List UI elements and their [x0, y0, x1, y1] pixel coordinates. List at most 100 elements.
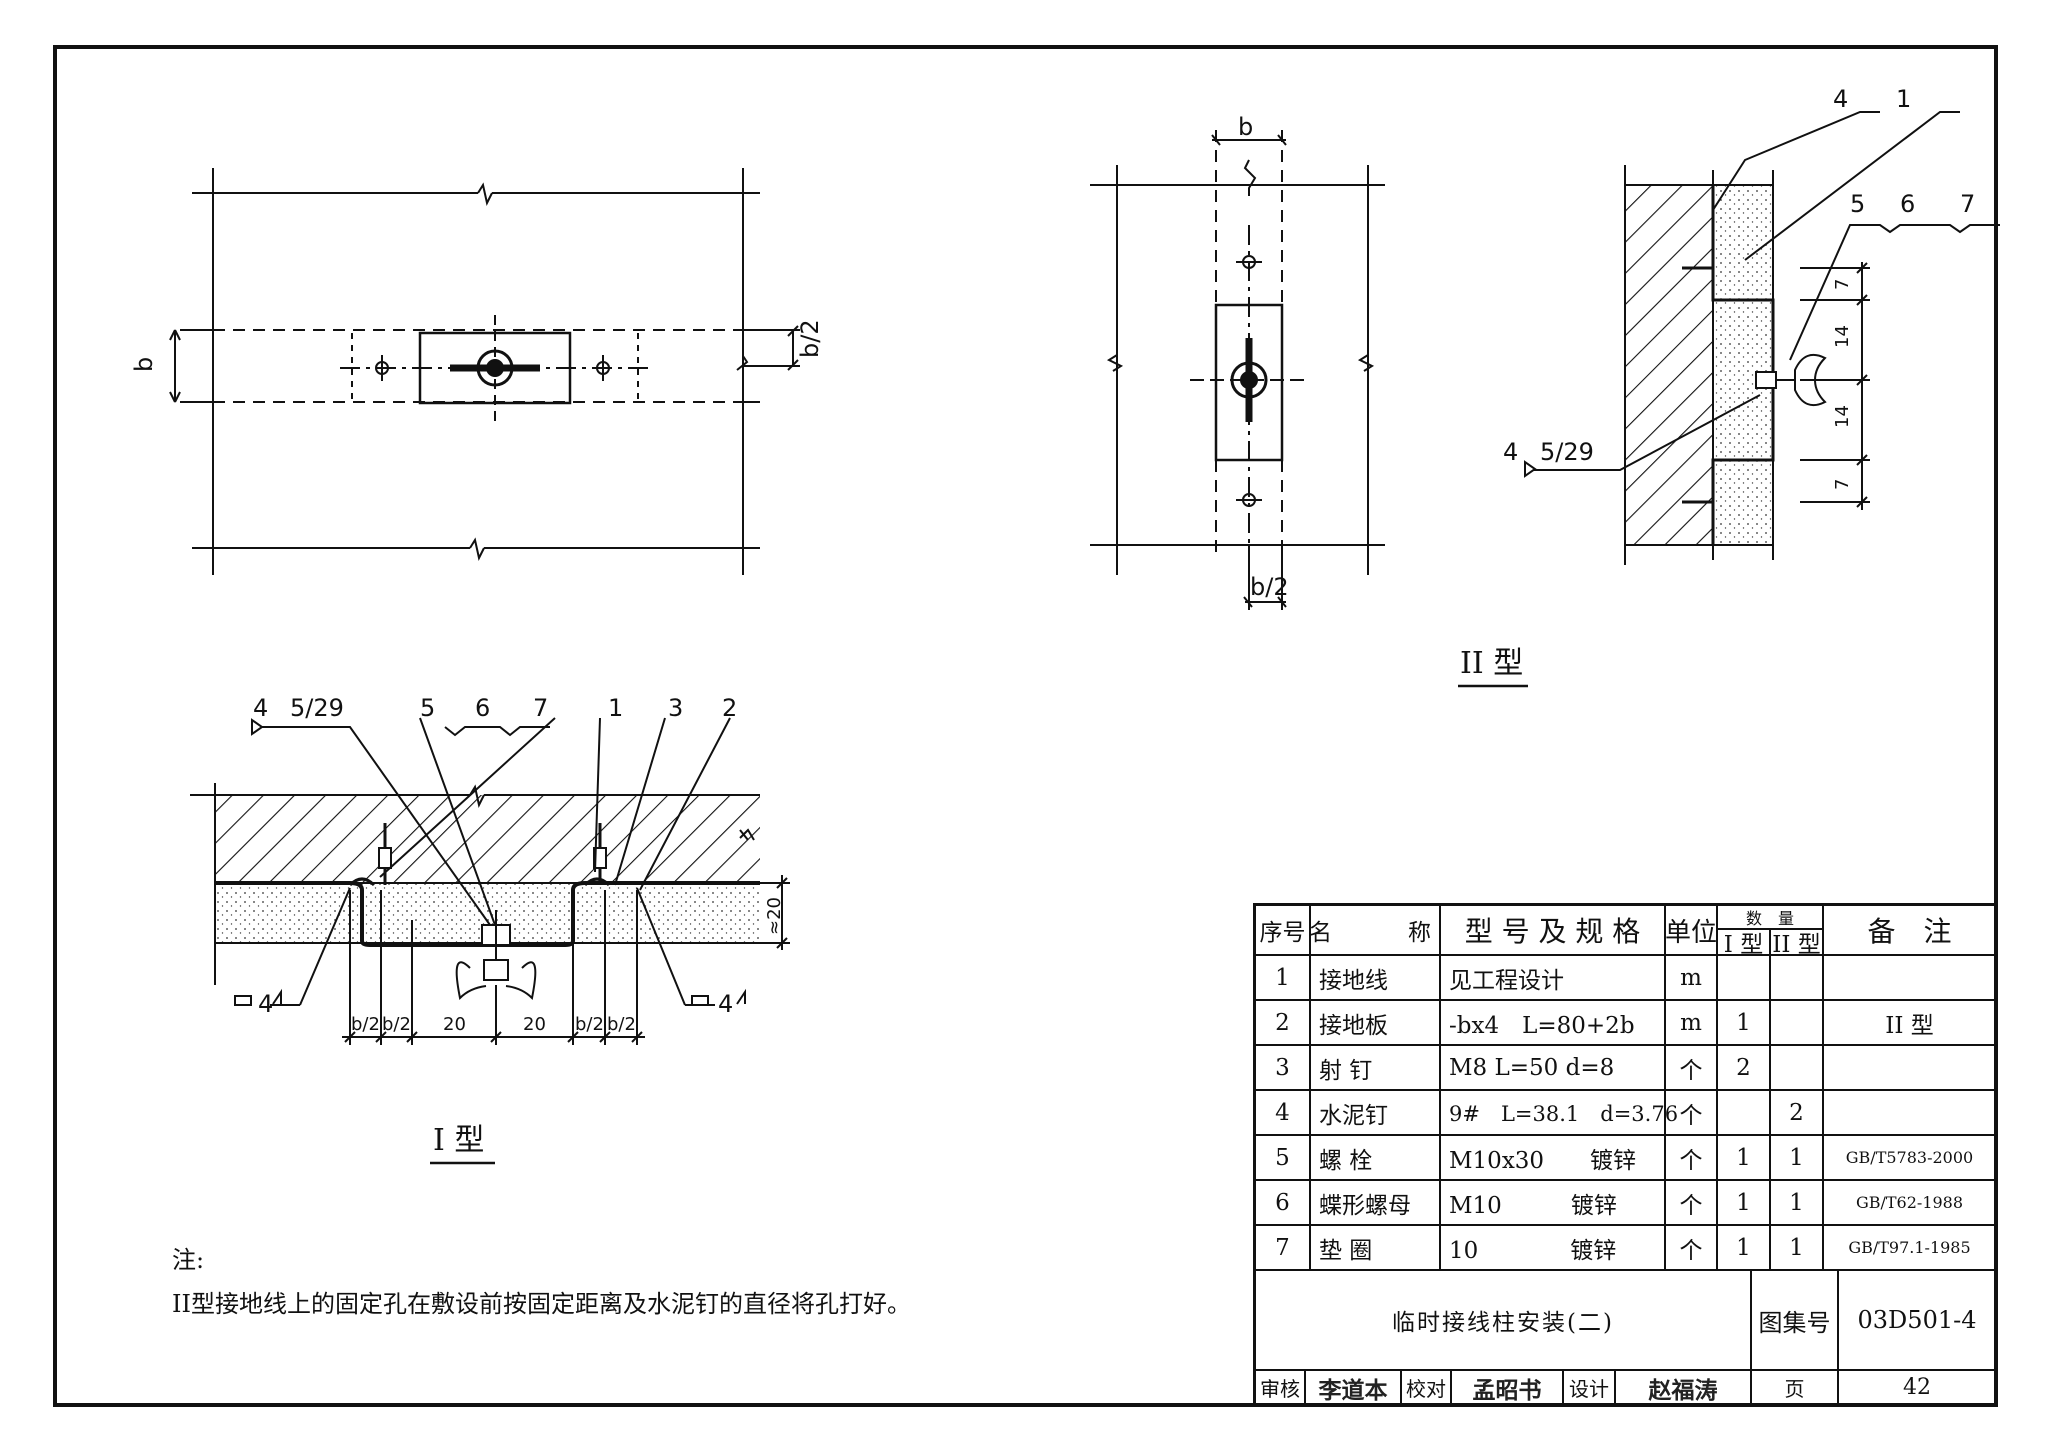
note-text: II型接地线上的固定孔在敷设前按固定距离及水泥钉的直径将孔打好。	[172, 1290, 911, 1318]
row-7-qty-i: 1	[1718, 1226, 1771, 1271]
row-3-remark	[1824, 1046, 1995, 1091]
row-4-unit: 个	[1666, 1091, 1718, 1136]
row-4-remark	[1824, 1091, 1995, 1136]
row-3-qty-i: 2	[1718, 1046, 1771, 1091]
header-unit: 单位	[1665, 906, 1718, 956]
header-qty-ii: II 型	[1771, 930, 1824, 958]
row-3-name: 射 钉	[1311, 1046, 1441, 1091]
callout-i-5: 5	[420, 694, 435, 722]
header-remark: 备 注	[1824, 906, 1995, 956]
row-6-no: 6	[1256, 1181, 1311, 1226]
fillet-right-label: 4	[718, 990, 733, 1018]
row-4-no: 4	[1256, 1091, 1311, 1136]
row-6-name: 蝶形螺母	[1311, 1181, 1441, 1226]
drawing-frame	[53, 45, 1998, 1407]
callout-i-2: 2	[722, 694, 737, 722]
row-4-qty-ii: 2	[1771, 1091, 1824, 1136]
note-block: 注: II型接地线上的固定孔在敷设前按固定距离及水泥钉的直径将孔打好。	[172, 1238, 911, 1326]
row-1-qty-ii	[1771, 956, 1824, 1001]
row-2-spec: -bx4 L=80+2b	[1441, 1001, 1666, 1046]
row-2-qty-i: 1	[1718, 1001, 1771, 1046]
row-6-qty-ii: 1	[1771, 1181, 1824, 1226]
design-label: 设计	[1564, 1371, 1616, 1404]
row-7-no: 7	[1256, 1226, 1311, 1271]
section-i-dim-thickness: ≈20	[764, 897, 785, 935]
weld-ii-text: 5/29	[1540, 438, 1594, 466]
section-i-dim-3: 20	[443, 1014, 466, 1035]
header-qty-i: I 型	[1718, 930, 1771, 958]
row-6-spec: M10 镀锌	[1441, 1181, 1666, 1226]
row-3-no: 3	[1256, 1046, 1311, 1091]
row-5-qty-i: 1	[1718, 1136, 1771, 1181]
row-7-spec: 10 镀锌	[1441, 1226, 1666, 1271]
header-no: 序号	[1256, 906, 1311, 956]
plan-view-ii	[1090, 130, 1385, 610]
row-2-qty-ii	[1771, 1001, 1824, 1046]
row-3-spec: M8 L=50 d=8	[1441, 1046, 1666, 1091]
header-spec: 型 号 及 规 格	[1441, 906, 1666, 956]
row-1-spec: 见工程设计	[1441, 956, 1666, 1001]
row-1-no: 1	[1256, 956, 1311, 1001]
section-i-dim-6: b/2	[607, 1014, 636, 1035]
section-i-dim-5: b/2	[575, 1014, 604, 1035]
note-heading: 注:	[172, 1246, 205, 1274]
row-5-name: 螺 栓	[1311, 1136, 1441, 1181]
row-2-name: 接地板	[1311, 1001, 1441, 1046]
callout-ii-5: 5	[1850, 190, 1865, 218]
row-2-no: 2	[1256, 1001, 1311, 1046]
weld-i-prefix: 4	[253, 694, 268, 722]
section-i-dim-2: b/2	[382, 1014, 411, 1035]
fillet-left-label: 4	[258, 990, 273, 1018]
page-label: 页	[1752, 1371, 1839, 1404]
plan-i-dim-b-half: b/2	[796, 319, 824, 358]
row-5-qty-ii: 1	[1771, 1136, 1824, 1181]
check-label: 校对	[1402, 1371, 1452, 1404]
row-1-remark	[1824, 956, 1995, 1001]
callout-i-6: 6	[475, 694, 490, 722]
header-qty: 数 量	[1718, 906, 1824, 930]
row-2-remark: II 型	[1824, 1001, 1995, 1046]
section-ii-dim-7a: 7	[1832, 279, 1853, 290]
row-4-spec: 9# L=38.1 d=3.76	[1441, 1091, 1678, 1136]
row-6-qty-i: 1	[1718, 1181, 1771, 1226]
section-view-i	[190, 717, 790, 1045]
row-7-name: 垫 圈	[1311, 1226, 1441, 1271]
page-number: 42	[1903, 1375, 1931, 1400]
designer-signature: 赵福涛	[1616, 1371, 1752, 1404]
callout-i-3: 3	[668, 694, 683, 722]
callout-ii-6: 6	[1900, 190, 1915, 218]
callout-ii-4: 4	[1833, 85, 1848, 113]
review-label: 审核	[1256, 1371, 1306, 1404]
row-1-unit: m	[1666, 956, 1718, 1001]
row-5-remark: GB/T5783-2000	[1824, 1136, 1995, 1181]
callout-i-1: 1	[608, 694, 623, 722]
row-4-name: 水泥钉	[1311, 1091, 1441, 1136]
plan-ii-dim-b: b	[1238, 113, 1253, 141]
row-7-remark: GB/T97.1-1985	[1824, 1226, 1995, 1271]
row-6-unit: 个	[1666, 1181, 1718, 1226]
row-5-no: 5	[1256, 1136, 1311, 1181]
header-name: 名 称	[1309, 906, 1441, 956]
weld-i-text: 5/29	[290, 694, 344, 722]
plan-i-dim-b: b	[130, 357, 158, 372]
section-i-dim-1: b/2	[351, 1014, 380, 1035]
row-7-unit: 个	[1666, 1226, 1718, 1271]
reviewer-signature: 李道本	[1306, 1371, 1402, 1404]
type-i-label: I 型	[433, 1123, 484, 1158]
weld-ii-prefix: 4	[1503, 438, 1518, 466]
type-ii-label: II 型	[1460, 646, 1523, 681]
row-5-spec: M10x30 镀锌	[1441, 1136, 1666, 1181]
material-table: 序号 名 称 型 号 及 规 格 单位 数 量 I 型 II 型 备 注 1 接…	[1253, 903, 1998, 1407]
row-5-unit: 个	[1666, 1136, 1718, 1181]
section-view-ii	[1524, 111, 2000, 565]
atlas-label: 图集号	[1752, 1271, 1839, 1371]
row-6-remark: GB/T62-1988	[1824, 1181, 1995, 1226]
plan-view-i	[169, 168, 800, 575]
section-ii-dim-14a: 14	[1832, 325, 1853, 348]
section-ii-dim-14b: 14	[1832, 405, 1853, 428]
callout-ii-7: 7	[1960, 190, 1975, 218]
callout-i-7: 7	[533, 694, 548, 722]
row-1-qty-i	[1718, 956, 1771, 1001]
callout-ii-1: 1	[1896, 85, 1911, 113]
